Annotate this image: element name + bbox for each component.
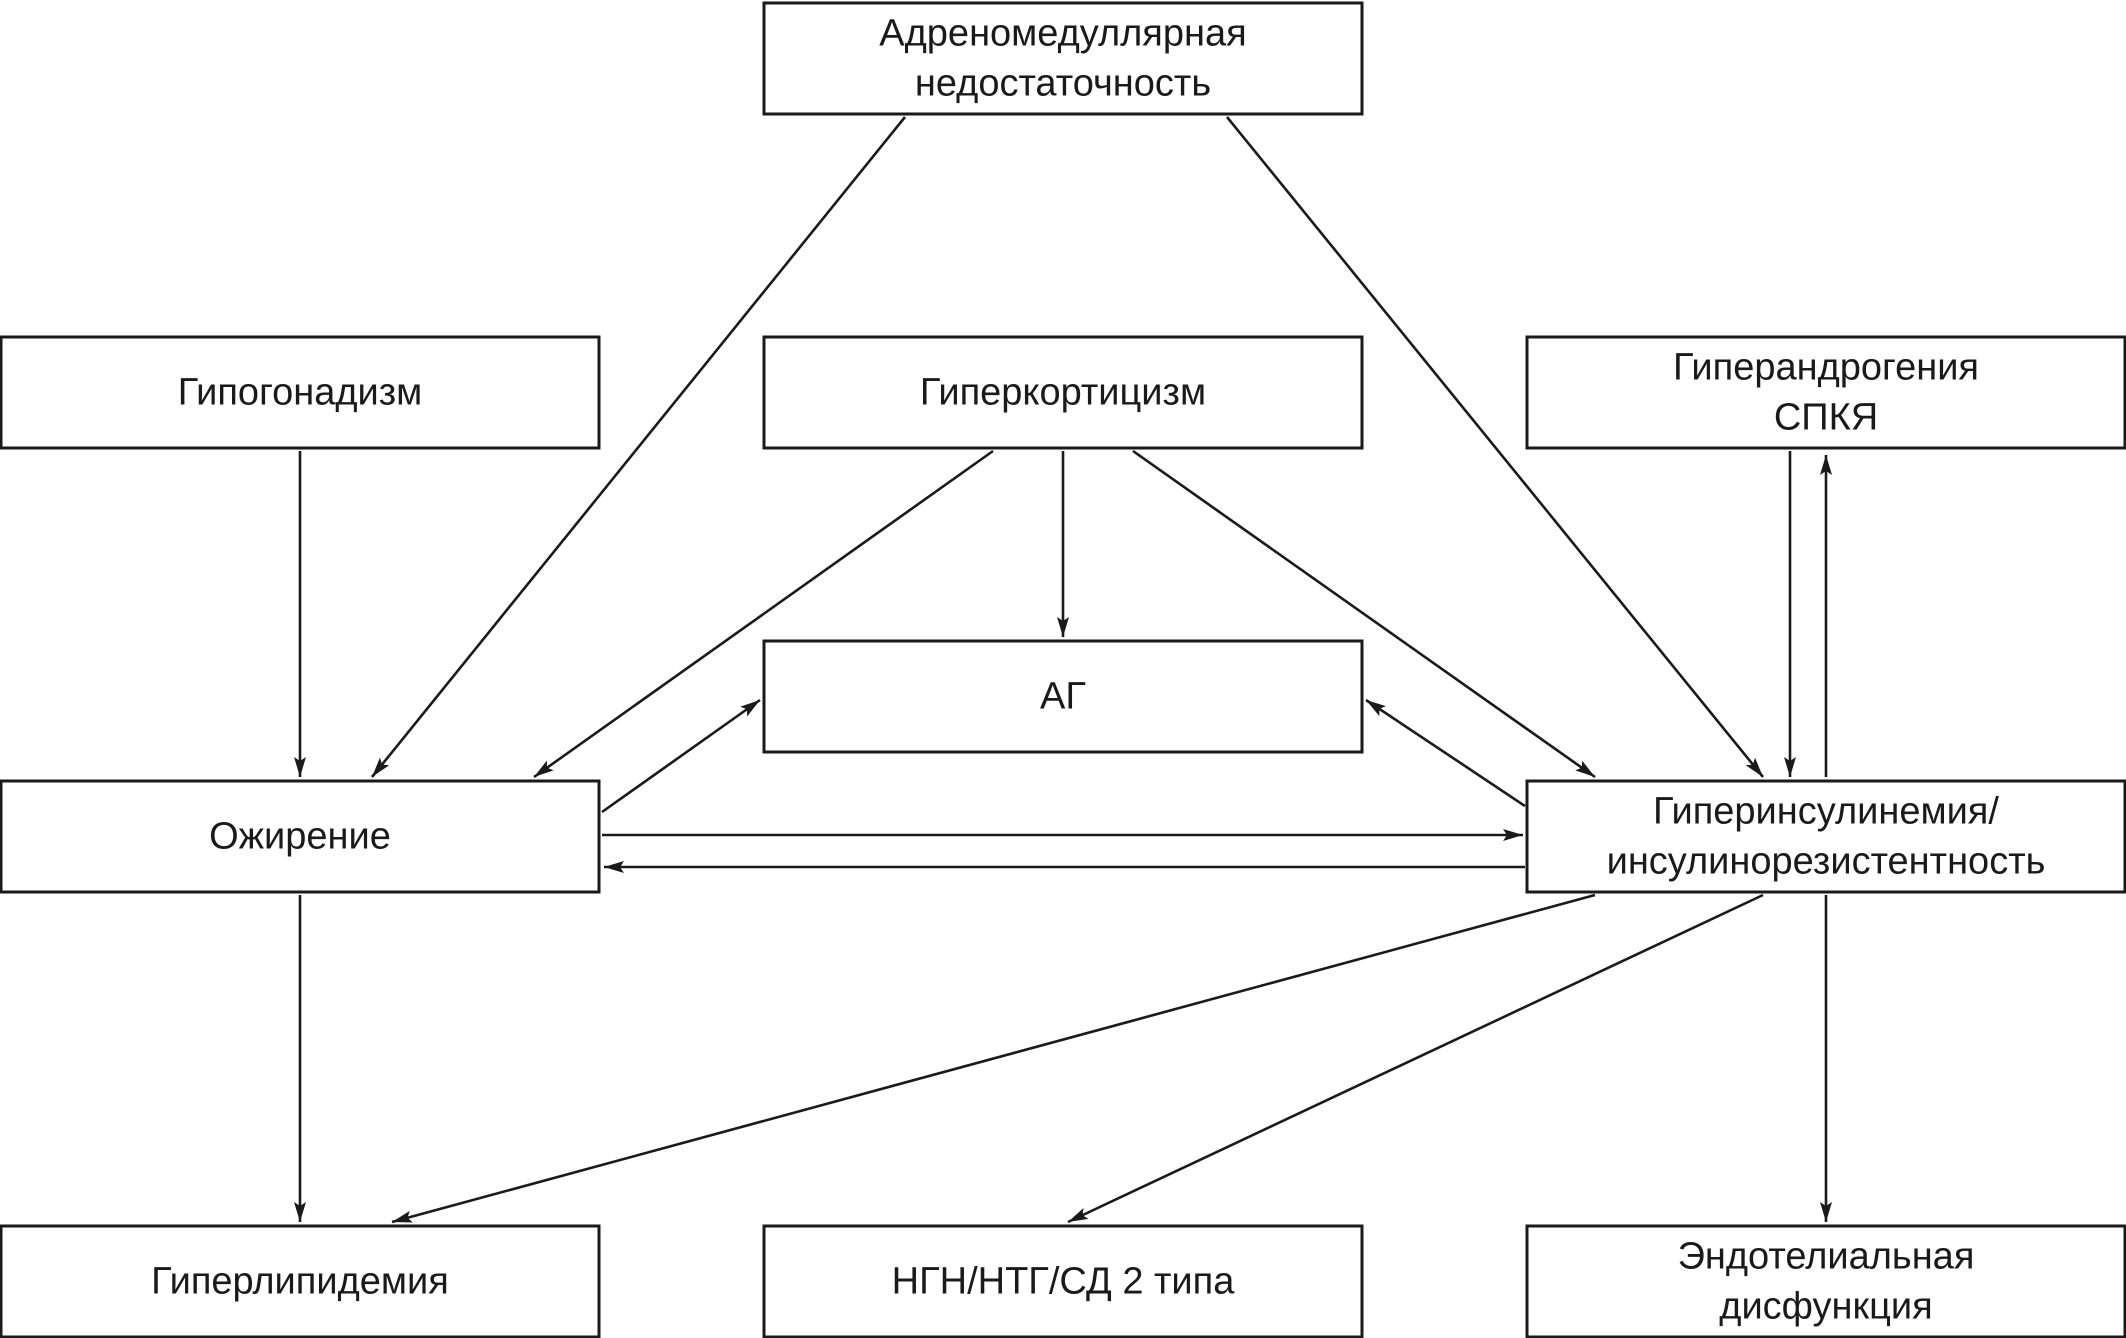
node-label-endothelial-0: Эндотелиальная: [1678, 1236, 1975, 1278]
node-label-obesity-0: Ожирение: [209, 816, 391, 858]
node-box-hyperlipidemia: [0, 1224, 601, 1338]
arrow-hyperinsulinemia-to-hyperlipidemia: [391, 893, 1596, 1224]
arrow-adrenomedullary-to-hyperinsulinemia: [1225, 116, 1765, 778]
arrow-hyperinsulinemia-to-ngn: [1067, 893, 1764, 1224]
node-label-hyperlipidemia-0: Гиперлипидемия: [151, 1261, 449, 1303]
arrow-hypercorticism-to-hyperinsulinemia: [1132, 449, 1596, 779]
node-label-ag-0: АГ: [1040, 676, 1086, 718]
node-box-obesity: [0, 779, 601, 894]
node-box-ag: [762, 639, 1364, 754]
arrow-obesity-to-ag: [601, 698, 761, 814]
node-label-adrenomedullary-1: недостаточность: [915, 63, 1211, 105]
node-endothelial: Эндотелиальная дисфункция: [1525, 1224, 2126, 1338]
edges-layer: [294, 116, 1832, 1224]
node-box-adrenomedullary: [762, 1, 1364, 116]
node-ngn: НГН/НТГ/СД 2 типа: [762, 1224, 1364, 1338]
node-label-hyperinsulinemia-1: инсулинорезистентность: [1607, 841, 2046, 883]
node-label-hypercorticism-0: Гиперкортицизм: [920, 372, 1206, 414]
node-hypogonadism: Гипогонадизм: [0, 335, 601, 450]
arrow-adrenomedullary-to-obesity: [370, 116, 907, 778]
node-box-hyperandrogenism: [1525, 335, 2126, 450]
node-box-hypogonadism: [0, 335, 601, 450]
node-label-adrenomedullary-0: Адреномедуллярная: [879, 13, 1246, 55]
node-adrenomedullary: Адреномедуллярная недостаточность: [762, 1, 1364, 116]
node-hyperinsulinemia: Гиперинсулинемия/инсулинорезистентность: [1525, 779, 2126, 894]
node-box-ngn: [762, 1224, 1364, 1338]
node-label-hyperinsulinemia-0: Гиперинсулинемия/: [1653, 791, 1999, 833]
arrow-hyperinsulinemia-to-ag: [1365, 698, 1526, 808]
node-label-ngn-0: НГН/НТГ/СД 2 типа: [892, 1261, 1236, 1303]
node-label-hyperandrogenism-0: Гиперандрогения: [1673, 347, 1979, 389]
node-obesity: Ожирение: [0, 779, 601, 894]
node-label-endothelial-1: дисфункция: [1719, 1286, 1932, 1328]
arrow-hypercorticism-to-obesity: [533, 449, 994, 779]
node-hyperlipidemia: Гиперлипидемия: [0, 1224, 601, 1338]
node-label-hyperandrogenism-1: СПКЯ: [1774, 397, 1878, 439]
node-box-hyperinsulinemia: [1525, 779, 2126, 894]
node-label-hypogonadism-0: Гипогонадизм: [178, 372, 423, 414]
node-box-endothelial: [1525, 1224, 2126, 1338]
node-hypercorticism: Гиперкортицизм: [762, 335, 1364, 450]
node-box-hypercorticism: [762, 335, 1364, 450]
node-ag: АГ: [762, 639, 1364, 754]
